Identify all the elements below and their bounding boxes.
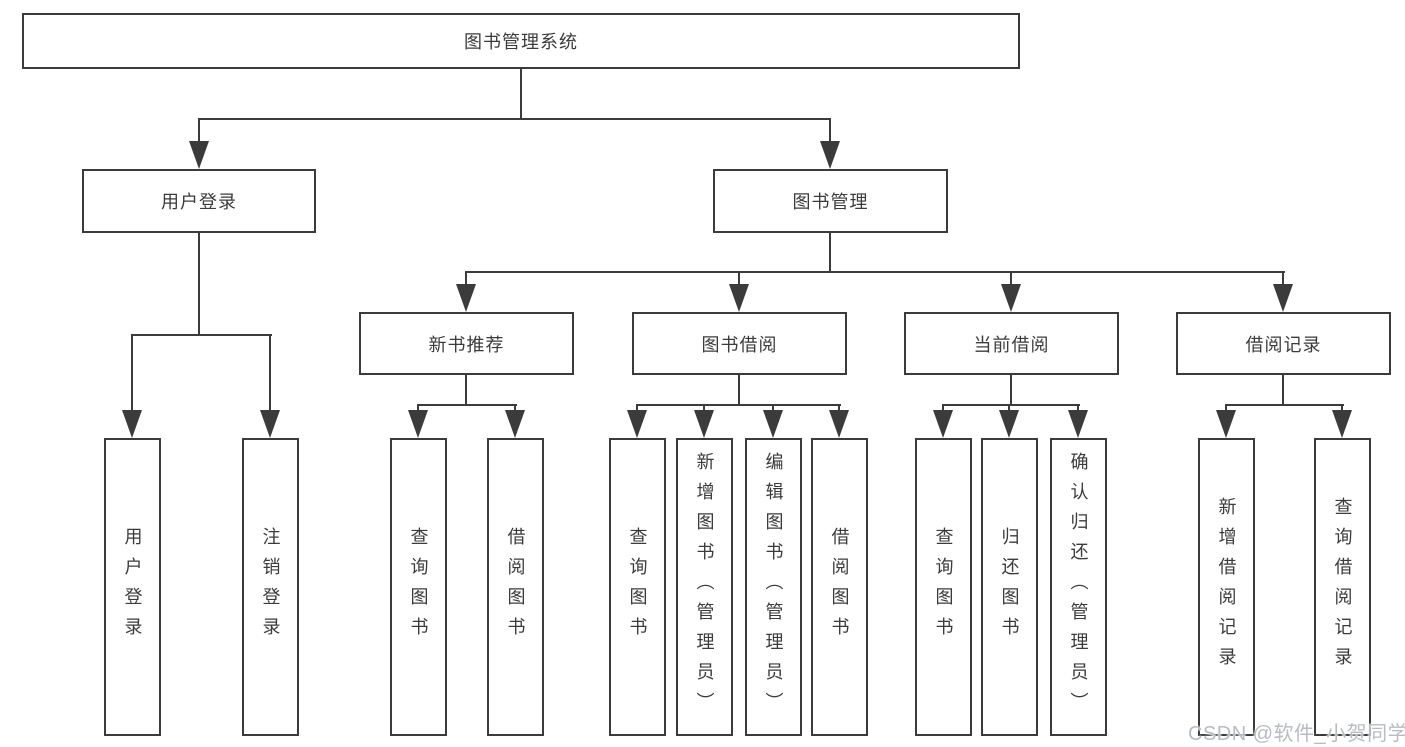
connector-user-login-stem xyxy=(198,233,200,336)
connector-to-leaf-bb-add-stem xyxy=(703,404,705,414)
connector-to-leaf-bb-query-stem xyxy=(636,404,638,414)
connector-current-borrowing-stem xyxy=(1010,375,1012,406)
node-leaf-logout-label: 注销登录 xyxy=(260,527,281,647)
arrowhead-user-login xyxy=(189,141,209,169)
node-leaf-bb-borrow-books-label: 借阅图书 xyxy=(829,527,850,647)
node-leaf-cb-confirm-return-admin: 确认归还（管理员） xyxy=(1050,438,1107,736)
arrowhead-leaf-rec-borrow xyxy=(505,410,525,438)
node-new-book-recommend-label: 新书推荐 xyxy=(428,334,505,355)
node-leaf-bb-add-books-admin: 新增图书（管理员） xyxy=(676,438,733,736)
connector-to-leaf-rec-borrow-stem xyxy=(514,404,516,414)
connector-to-leaf-br-add-stem xyxy=(1225,404,1227,414)
connector-borrow-records-bar xyxy=(1226,404,1344,406)
csdn-watermark: CSDN @软件_小贺同学 xyxy=(1188,723,1405,745)
node-root: 图书管理系统 xyxy=(22,13,1020,69)
connector-new-book-rec-bar xyxy=(418,404,517,406)
arrowhead-book-borrowing xyxy=(729,284,749,312)
connector-to-leaf-cb-return-stem xyxy=(1008,404,1010,414)
node-current-borrowing-label: 当前借阅 xyxy=(973,334,1050,355)
node-leaf-cb-return-books: 归还图书 xyxy=(981,438,1038,736)
node-leaf-rec-query-books: 查询图书 xyxy=(390,438,447,736)
connector-root-stem xyxy=(520,69,522,120)
arrowhead-leaf-bb-borrow xyxy=(829,410,849,438)
node-leaf-logout: 注销登录 xyxy=(242,438,299,736)
node-leaf-bb-query-books-label: 查询图书 xyxy=(627,527,648,647)
node-leaf-cb-query-books-label: 查询图书 xyxy=(933,527,954,647)
node-root-label: 图书管理系统 xyxy=(464,32,578,52)
arrowhead-borrow-records xyxy=(1273,284,1293,312)
connector-to-leaf-bb-edit-stem xyxy=(772,404,774,414)
connector-new-book-rec-stem xyxy=(465,375,467,406)
node-book-management: 图书管理 xyxy=(713,169,948,233)
node-book-borrowing: 图书借阅 xyxy=(632,312,847,375)
node-leaf-user-login: 用户登录 xyxy=(104,438,161,736)
node-leaf-br-query-record-label: 查询借阅记录 xyxy=(1332,497,1353,677)
node-new-book-recommend: 新书推荐 xyxy=(359,312,574,375)
node-leaf-br-add-record: 新增借阅记录 xyxy=(1198,438,1255,736)
connector-to-new-book-rec-stem xyxy=(465,271,467,287)
node-leaf-cb-confirm-return-admin-label: 确认归还（管理员） xyxy=(1068,452,1089,722)
connector-to-current-borrowing-stem xyxy=(1010,271,1012,287)
connector-to-book-management-stem xyxy=(829,118,831,148)
node-leaf-cb-query-books: 查询图书 xyxy=(915,438,972,736)
arrowhead-leaf-rec-query xyxy=(408,410,428,438)
arrowhead-leaf-br-query xyxy=(1332,410,1352,438)
connector-to-borrow-records-stem xyxy=(1282,271,1284,287)
node-book-management-label: 图书管理 xyxy=(792,192,869,212)
node-user-login: 用户登录 xyxy=(82,169,316,233)
connector-current-borrowing-bar xyxy=(943,404,1080,406)
node-leaf-bb-borrow-books: 借阅图书 xyxy=(811,438,868,736)
arrowhead-leaf-user-login xyxy=(122,410,142,438)
connector-to-leaf-logout-stem xyxy=(269,334,271,414)
arrowhead-new-book-recommend xyxy=(456,284,476,312)
node-leaf-rec-borrow-books-label: 借阅图书 xyxy=(505,527,526,647)
node-leaf-bb-edit-books-admin: 编辑图书（管理员） xyxy=(745,438,802,736)
connector-book-borrowing-stem xyxy=(738,375,740,406)
connector-book-mgmt-stem xyxy=(829,233,831,273)
node-current-borrowing: 当前借阅 xyxy=(904,312,1119,375)
connector-user-login-bar xyxy=(132,334,272,336)
connector-to-leaf-cb-query-stem xyxy=(942,404,944,414)
node-book-borrowing-label: 图书借阅 xyxy=(701,334,778,355)
connector-to-leaf-bb-borrow-stem xyxy=(838,404,840,414)
arrowhead-leaf-bb-query xyxy=(627,410,647,438)
connector-book-mgmt-bar xyxy=(466,271,1285,273)
node-borrow-records: 借阅记录 xyxy=(1176,312,1391,375)
connector-to-user-login-stem xyxy=(198,118,200,148)
connector-to-leaf-rec-query-stem xyxy=(417,404,419,414)
node-leaf-user-login-label: 用户登录 xyxy=(122,527,143,647)
arrowhead-leaf-cb-confirm xyxy=(1068,410,1088,438)
arrowhead-leaf-br-add xyxy=(1216,410,1236,438)
connector-borrow-records-stem xyxy=(1282,375,1284,406)
connector-to-leaf-cb-confirm-stem xyxy=(1077,404,1079,414)
node-leaf-rec-borrow-books: 借阅图书 xyxy=(487,438,544,736)
arrowhead-leaf-bb-add xyxy=(694,410,714,438)
node-leaf-bb-query-books: 查询图书 xyxy=(609,438,666,736)
connector-book-borrowing-bar xyxy=(637,404,841,406)
node-user-login-label: 用户登录 xyxy=(161,192,237,212)
arrowhead-leaf-cb-return xyxy=(999,410,1019,438)
node-leaf-br-add-record-label: 新增借阅记录 xyxy=(1216,497,1237,677)
node-leaf-bb-edit-books-admin-label: 编辑图书（管理员） xyxy=(763,452,784,722)
node-leaf-bb-add-books-admin-label: 新增图书（管理员） xyxy=(694,452,715,722)
arrowhead-book-management xyxy=(820,141,840,169)
node-leaf-rec-query-books-label: 查询图书 xyxy=(408,527,429,647)
node-borrow-records-label: 借阅记录 xyxy=(1245,334,1322,355)
arrowhead-leaf-logout xyxy=(260,410,280,438)
arrowhead-leaf-bb-edit xyxy=(763,410,783,438)
connector-to-book-borrowing-stem xyxy=(738,271,740,287)
arrowhead-current-borrowing xyxy=(1001,284,1021,312)
node-leaf-br-query-record: 查询借阅记录 xyxy=(1314,438,1371,736)
connector-to-leaf-user-login-stem xyxy=(131,334,133,414)
arrowhead-leaf-cb-query xyxy=(933,410,953,438)
connector-to-leaf-br-query-stem xyxy=(1341,404,1343,414)
connector-root-bar xyxy=(198,118,831,120)
node-leaf-cb-return-books-label: 归还图书 xyxy=(999,527,1020,647)
